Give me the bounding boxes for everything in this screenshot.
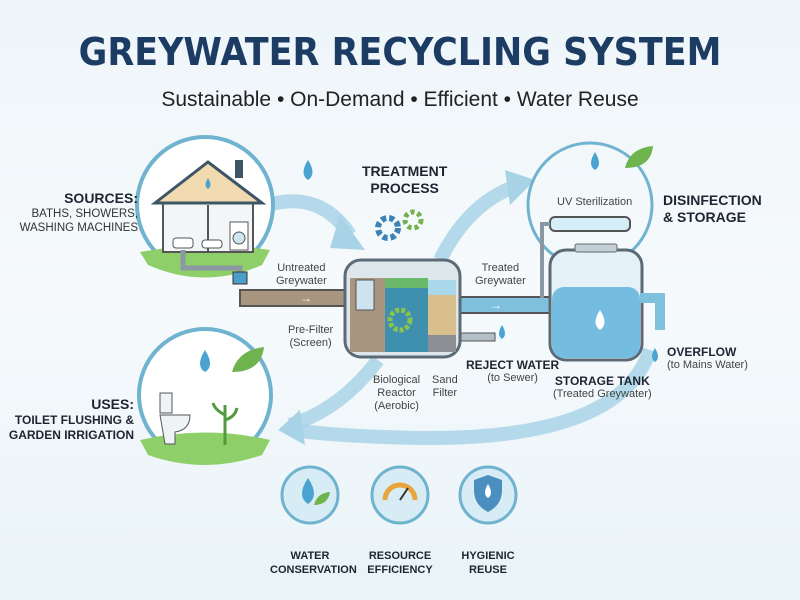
disinfection-heading: DISINFECTION & STORAGE bbox=[663, 192, 762, 226]
treatment-tank bbox=[343, 258, 462, 359]
label-line: (Screen) bbox=[289, 337, 332, 349]
water-drop-icon bbox=[303, 160, 313, 180]
benefit-icons bbox=[280, 465, 518, 525]
benefit-line: RESOURCE bbox=[368, 550, 432, 562]
svg-text:→: → bbox=[490, 298, 502, 312]
sources-label: SOURCES: BATHS, SHOWERS, WASHING MACHINE… bbox=[20, 190, 138, 235]
prefilter-label: Pre-Filter(Screen) bbox=[288, 324, 333, 350]
treatment-heading: TREATMENT PROCESS bbox=[362, 163, 447, 197]
label-line: Treated bbox=[481, 262, 520, 274]
reject-water-label: REJECT WATER(to Sewer) bbox=[466, 358, 559, 385]
arrow-treatment-to-disinfection bbox=[433, 178, 523, 264]
overflow-label: OVERFLOW(to Mains Water) bbox=[667, 345, 748, 372]
label-line: REJECT WATER bbox=[466, 358, 560, 372]
uses-line: TOILET FLUSHING & bbox=[14, 413, 134, 427]
uv-label: UV Sterilization bbox=[557, 196, 633, 208]
svg-text:→: → bbox=[300, 291, 312, 305]
benefit-resource-efficiency: RESOURCE EFFICIENCY bbox=[360, 549, 440, 577]
label-line: Pre-Filter bbox=[288, 324, 334, 336]
label-line: Reactor bbox=[377, 387, 416, 399]
arrow-storage-to-uses bbox=[293, 347, 657, 446]
uses-line: GARDEN IRRIGATION bbox=[8, 428, 134, 442]
label-line: Biological bbox=[373, 374, 421, 386]
benefit-line: REUSE bbox=[469, 564, 507, 576]
benefit-line: CONSERVATION bbox=[270, 564, 357, 576]
treatment-line: TREATMENT bbox=[362, 163, 448, 179]
label-line: OVERFLOW bbox=[667, 345, 737, 359]
storage-tank bbox=[548, 243, 665, 362]
label-line: STORAGE TANK bbox=[554, 374, 650, 388]
sources-illustration bbox=[135, 135, 275, 285]
gear-icon bbox=[402, 209, 424, 231]
uses-illustration bbox=[137, 327, 273, 465]
sources-line: WASHING MACHINES bbox=[19, 222, 138, 234]
label-line: Greywater bbox=[475, 275, 526, 287]
label-line: (Treated Greywater) bbox=[553, 388, 652, 400]
label-line: (to Sewer) bbox=[487, 372, 538, 384]
benefit-line: WATER bbox=[290, 550, 330, 562]
disinfection-line: & STORAGE bbox=[663, 209, 746, 225]
page-title: GREYWATER RECYCLING SYSTEM bbox=[78, 30, 722, 74]
label-line: (to Mains Water) bbox=[667, 359, 748, 371]
uses-heading: USES: bbox=[91, 396, 134, 412]
page-subtitle: Sustainable • On-Demand • Efficient • Wa… bbox=[161, 88, 639, 111]
label-line: (Aerobic) bbox=[374, 400, 419, 412]
benefit-line: HYGIENIC bbox=[461, 550, 515, 562]
benefit-hygienic-reuse: HYGIENIC REUSE bbox=[448, 549, 528, 577]
benefit-water-conservation: WATER CONSERVATION bbox=[270, 549, 357, 577]
disinfection-line: DISINFECTION bbox=[663, 192, 762, 208]
storage-tank-label: STORAGE TANK(Treated Greywater) bbox=[553, 374, 652, 401]
sources-line: BATHS, SHOWERS, bbox=[31, 208, 139, 220]
label-line: Untreated bbox=[277, 262, 326, 274]
sources-heading: SOURCES: bbox=[64, 190, 138, 206]
label-line: Filter bbox=[432, 387, 458, 399]
label-line: Greywater bbox=[276, 275, 327, 287]
treatment-line: PROCESS bbox=[370, 180, 439, 196]
arrow-treatment-to-uses bbox=[287, 355, 384, 432]
benefit-line: EFFICIENCY bbox=[367, 564, 433, 576]
gear-icon bbox=[375, 215, 401, 241]
label-line: Sand bbox=[432, 374, 458, 386]
uses-label: USES: TOILET FLUSHING & GARDEN IRRIGATIO… bbox=[9, 396, 134, 443]
